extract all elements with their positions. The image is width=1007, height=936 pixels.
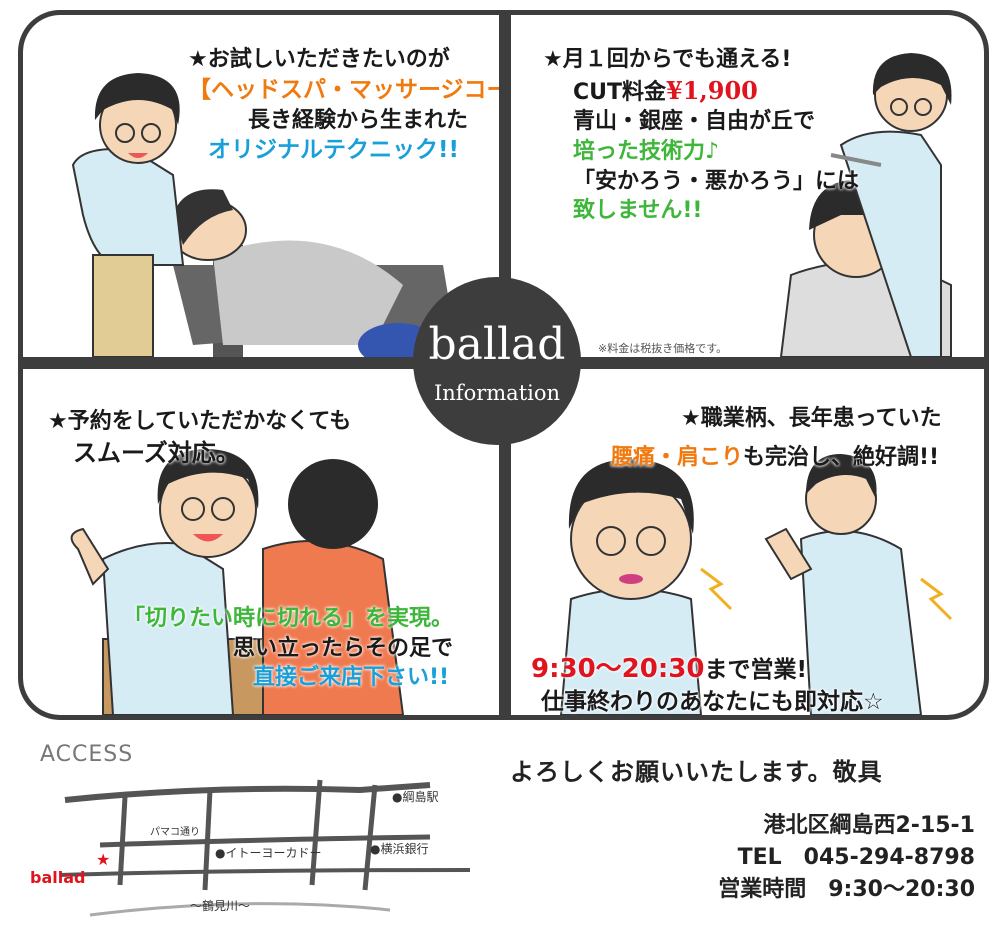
map-label-river: 〜鶴見川〜 [190, 898, 250, 913]
panel2-line5: 「安かろう・悪かろう」には [573, 168, 860, 194]
panel4-line3: も完治し、絶好調!! [743, 445, 940, 470]
info-frame: ★お試しいただきたいのが 【ヘッドスパ・マッサージコース】 長き経験から生まれた… [18, 10, 989, 720]
panel3-line3: 「切りたい時に切れる」を実現。 [123, 606, 454, 631]
panel-back-pain: ★職業柄、長年患っていた 腰痛・肩こりも完治し、絶好調!! 9:30〜20:30… [511, 369, 984, 715]
map-label-ballad: ballad [30, 868, 85, 887]
panel3-line2: スムーズ対応。 [73, 438, 240, 467]
panel2-line3: 青山・銀座・自由が丘で [573, 109, 816, 135]
shop-hours: 営業時間 9:30〜20:30 [718, 876, 975, 902]
map-label-street: パマコ通り [150, 826, 200, 838]
price-note: ※料金は税抜き価格です。 [598, 342, 728, 355]
map-label-station: ●綱島駅 [392, 789, 438, 804]
panel4-line5: まで営業! [704, 657, 807, 683]
map-marker-star-icon: ★ [96, 850, 110, 869]
shop-tel: TEL 045-294-8798 [737, 844, 975, 870]
panel-no-reservation: ★予約をしていただかなくても スムーズ対応。 「切りたい時に切れる」を実現。 思… [23, 369, 499, 715]
panel3-line5: 直接ご来店下さい!! [253, 665, 450, 691]
panel4-line1: ★職業柄、長年患っていた [681, 406, 942, 431]
badge-subtitle: Information [433, 381, 561, 405]
panel1-line4: オリジナルテクニック!! [208, 137, 459, 164]
panel2-cut-label: CUT料金 [573, 79, 667, 105]
panel-head-spa: ★お試しいただきたいのが 【ヘッドスパ・マッサージコース】 長き経験から生まれた… [23, 15, 499, 357]
panel2-cut-price: ¥1,900 [666, 75, 758, 105]
panel4-line6: 仕事終わりのあなたにも即対応☆ [541, 689, 884, 715]
badge-title: ballad [428, 319, 566, 370]
shop-address: 港北区綱島西2-15-1 [763, 813, 976, 838]
ballad-info-badge: ballad Information [413, 277, 581, 445]
access-heading: ACCESS [40, 742, 134, 767]
map-label-bank: ●横浜銀行 [370, 842, 428, 856]
closing-greeting: よろしくお願いいたします。敬具 [510, 758, 883, 786]
panel2-line1: ★月１回からでも通える! [543, 47, 792, 72]
illustration-back-pain [559, 454, 953, 715]
access-map: ●綱島駅 パマコ通り ●イトーヨーカドー ●横浜銀行 〜鶴見川〜 ★ balla… [30, 779, 471, 917]
shop-info: 港北区綱島西2-15-1 TEL 045-294-8798 営業時間 9:30〜… [718, 810, 975, 906]
panel1-line3: 長き経験から生まれた [248, 107, 469, 133]
illustration-head-spa [71, 73, 453, 357]
illustration-haircut [779, 53, 952, 357]
panel1-line1: ★お試しいただきたいのが [188, 47, 450, 72]
panel1-line2: 【ヘッドスパ・マッサージコース】 [188, 76, 499, 103]
map-label-ito-yokado: ●イトーヨーカドー [215, 846, 321, 860]
illustration-walk-in [70, 449, 405, 715]
panel3-line1: ★予約をしていただかなくても [48, 409, 352, 434]
panel2-line4: 培った技術力♪ [573, 139, 720, 165]
panel4-hours: 9:30〜20:30 [531, 654, 705, 684]
panel3-line4: 思い立ったらその足で [233, 635, 454, 661]
panel4-line2: 腰痛・肩こり [611, 445, 744, 470]
panel-cut-price: ★月１回からでも通える! CUT料金¥1,900 青山・銀座・自由が丘で 培った… [511, 15, 984, 357]
panel2-line6: 致しません!! [573, 198, 703, 224]
